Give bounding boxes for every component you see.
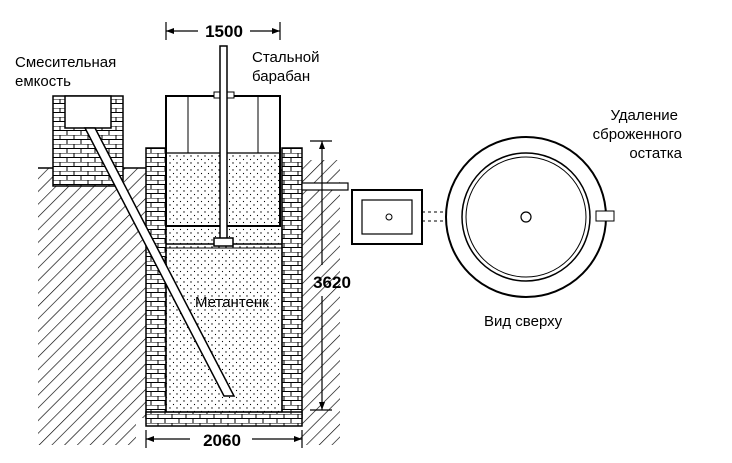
dimension-tank-height-label: 3620	[313, 273, 351, 292]
steel-drum-label-2: барабан	[252, 68, 310, 85]
dimension-tank-height	[310, 140, 332, 411]
mixing-tank-label-1: Смесительная	[15, 54, 116, 71]
inlet-pipe	[83, 127, 236, 397]
dimension-drum-width	[165, 22, 281, 40]
steel-drum-label-1: Стальной	[252, 49, 319, 66]
dimension-drum-width-label: 1500	[205, 22, 243, 41]
digester-label: Метантенк	[195, 294, 269, 311]
mixing-tank	[52, 95, 124, 187]
top-view-label: Вид сверху	[484, 313, 563, 330]
removal-label-3: остатка	[629, 145, 682, 162]
guide-pipe	[213, 45, 234, 247]
dimension-tank-width	[145, 430, 303, 448]
removal-label-2: сброженного	[593, 126, 682, 143]
removal-label-1: Удаление	[610, 107, 678, 124]
dimension-tank-width-label: 2060	[203, 431, 241, 450]
digester-walls	[145, 147, 303, 427]
top-view	[351, 136, 615, 298]
mixing-tank-label-2: емкость	[15, 73, 71, 90]
outlet-pipe	[301, 182, 349, 191]
soil	[38, 160, 340, 445]
